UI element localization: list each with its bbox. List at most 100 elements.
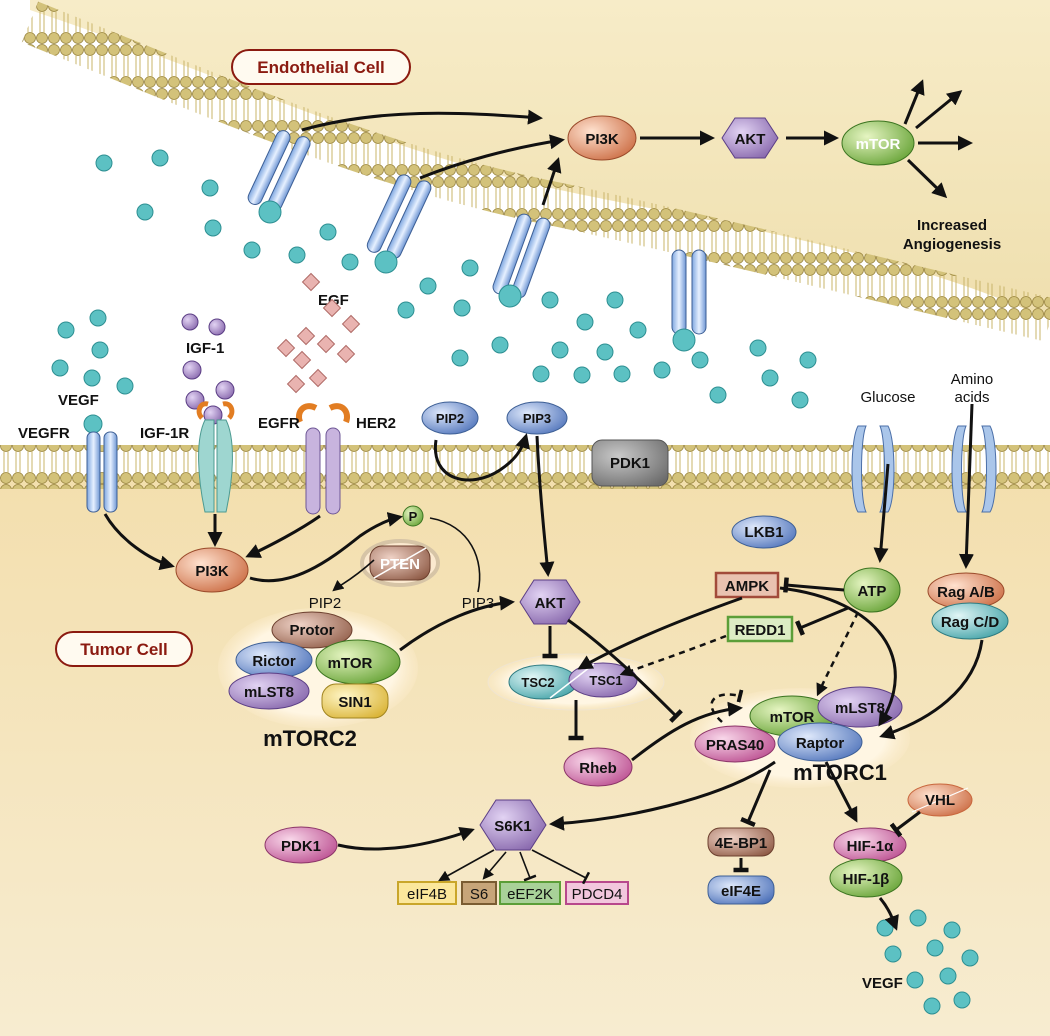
tumor-akt: AKT bbox=[519, 579, 581, 625]
rag-cd: Rag C/D bbox=[931, 602, 1009, 640]
svg-text:S6: S6 bbox=[470, 886, 488, 903]
svg-text:ATP: ATP bbox=[858, 583, 887, 600]
svg-text:PDK1: PDK1 bbox=[610, 455, 650, 472]
svg-text:SIN1: SIN1 bbox=[338, 694, 371, 711]
igf1r-receptor bbox=[196, 401, 235, 513]
svg-text:Rictor: Rictor bbox=[252, 653, 296, 670]
svg-text:PTEN: PTEN bbox=[380, 556, 420, 573]
eef2k: eEF2K bbox=[499, 881, 561, 905]
svg-text:PIP3: PIP3 bbox=[523, 411, 551, 426]
svg-text:TSC2: TSC2 bbox=[521, 675, 554, 690]
svg-text:PRAS40: PRAS40 bbox=[706, 737, 764, 754]
svg-text:PI3K: PI3K bbox=[585, 131, 619, 148]
endo-arrows bbox=[301, 79, 973, 206]
svg-text:mTOR: mTOR bbox=[770, 709, 815, 726]
svg-text:mTOR: mTOR bbox=[328, 655, 373, 672]
increased-angiogenesis-label: Increased bbox=[917, 217, 987, 234]
endo-pi3k: PI3K bbox=[567, 115, 637, 161]
svg-text:eIF4E: eIF4E bbox=[721, 883, 761, 900]
4e-bp1: 4E-BP1 bbox=[707, 827, 775, 857]
svg-text:Rag A/B: Rag A/B bbox=[937, 584, 995, 601]
svg-text:PDCD4: PDCD4 bbox=[572, 886, 623, 903]
svg-text:HIF-1β: HIF-1β bbox=[843, 871, 890, 888]
svg-text:Raptor: Raptor bbox=[796, 735, 844, 752]
endo-receptor-4 bbox=[671, 249, 707, 352]
vegf-label: VEGF bbox=[58, 392, 99, 409]
svg-text:eIF4B: eIF4B bbox=[407, 886, 447, 903]
vegf-ligand-dots bbox=[51, 149, 817, 434]
amino-acids-label-2: acids bbox=[954, 389, 989, 406]
svg-text:4E-BP1: 4E-BP1 bbox=[715, 835, 768, 852]
vegfr-receptor bbox=[86, 431, 118, 513]
svg-text:VHL: VHL bbox=[925, 792, 955, 809]
s6k1: S6K1 bbox=[479, 799, 547, 851]
mtorc1-label: mTORC1 bbox=[793, 760, 887, 785]
svg-text:PIP2: PIP2 bbox=[436, 411, 464, 426]
hif1b: HIF-1β bbox=[829, 858, 903, 898]
svg-text:PI3K: PI3K bbox=[195, 563, 229, 580]
tumor-membrane bbox=[0, 445, 1050, 489]
pten: PTEN bbox=[360, 539, 440, 587]
eif4b: eIF4B bbox=[397, 881, 457, 905]
igf1-label: IGF-1 bbox=[186, 340, 224, 357]
vegf-output-label: VEGF bbox=[862, 975, 903, 992]
rheb: Rheb bbox=[563, 747, 633, 787]
ampk: AMPK bbox=[714, 571, 780, 599]
svg-text:AKT: AKT bbox=[535, 595, 566, 612]
svg-text:Endothelial Cell: Endothelial Cell bbox=[257, 58, 385, 77]
vegfr-label: VEGFR bbox=[18, 425, 70, 442]
redd1: REDD1 bbox=[726, 615, 794, 643]
pip2-membrane: PIP2 bbox=[421, 401, 479, 435]
mtorc1-complex: mTOR mLST8 PRAS40 Raptor bbox=[690, 686, 910, 788]
pip3-membrane: PIP3 bbox=[506, 401, 568, 435]
atp: ATP bbox=[843, 567, 901, 613]
endo-receptor-3 bbox=[492, 213, 551, 308]
svg-text:mTOR: mTOR bbox=[856, 136, 901, 153]
svg-text:HIF-1α: HIF-1α bbox=[847, 838, 895, 855]
eif4e: eIF4E bbox=[707, 875, 775, 905]
pip2-tumor: PIP2 bbox=[309, 595, 342, 612]
svg-text:S6K1: S6K1 bbox=[494, 818, 532, 835]
svg-text:eEF2K: eEF2K bbox=[507, 886, 553, 903]
tumor-pdk1: PDK1 bbox=[264, 826, 338, 864]
svg-text:LKB1: LKB1 bbox=[744, 524, 783, 541]
phosphate-p: P bbox=[402, 505, 424, 527]
igf1-ligands bbox=[181, 313, 235, 425]
tumor-cell-label: Tumor Cell bbox=[55, 631, 193, 667]
egfr-label: EGFR bbox=[258, 415, 300, 432]
svg-text:Rheb: Rheb bbox=[579, 760, 617, 777]
increased-angiogenesis-label-2: Angiogenesis bbox=[903, 236, 1001, 253]
amino-acid-transporter bbox=[951, 425, 997, 513]
svg-text:AKT: AKT bbox=[735, 131, 766, 148]
vegf-output-dots bbox=[876, 909, 979, 1015]
rag-ab: Rag A/B bbox=[927, 572, 1005, 610]
mtorc2-label: mTORC2 bbox=[263, 726, 357, 751]
svg-text:AMPK: AMPK bbox=[725, 578, 769, 595]
amino-acids-label: Amino bbox=[951, 371, 994, 388]
tumor-arrows bbox=[103, 403, 984, 931]
pdk1-membrane: PDK1 bbox=[591, 439, 669, 487]
pdcd4: PDCD4 bbox=[565, 881, 629, 905]
igf1r-label: IGF-1R bbox=[140, 425, 189, 442]
endo-receptor-1 bbox=[247, 130, 311, 224]
svg-text:Tumor Cell: Tumor Cell bbox=[80, 640, 168, 659]
svg-text:PDK1: PDK1 bbox=[281, 838, 321, 855]
endo-receptor-2 bbox=[366, 174, 432, 274]
endo-mtor: mTOR bbox=[841, 120, 915, 166]
svg-text:TSC1: TSC1 bbox=[589, 673, 622, 688]
egfr-her2-receptor bbox=[296, 403, 350, 515]
vhl: VHL bbox=[907, 783, 973, 817]
her2-label: HER2 bbox=[356, 415, 396, 432]
mtorc2-complex: Protor Rictor mTOR mLST8 SIN1 bbox=[218, 608, 418, 728]
tumor-pi3k: PI3K bbox=[175, 547, 249, 593]
endothelial-cell-label: Endothelial Cell bbox=[231, 49, 411, 85]
egf-ligands bbox=[276, 272, 361, 394]
hif1a: HIF-1α bbox=[833, 827, 907, 863]
svg-text:mLST8: mLST8 bbox=[244, 684, 294, 701]
svg-text:REDD1: REDD1 bbox=[735, 622, 786, 639]
svg-text:mLST8: mLST8 bbox=[835, 700, 885, 717]
s6: S6 bbox=[461, 881, 497, 905]
svg-text:P: P bbox=[409, 509, 418, 524]
svg-text:Protor: Protor bbox=[290, 622, 335, 639]
